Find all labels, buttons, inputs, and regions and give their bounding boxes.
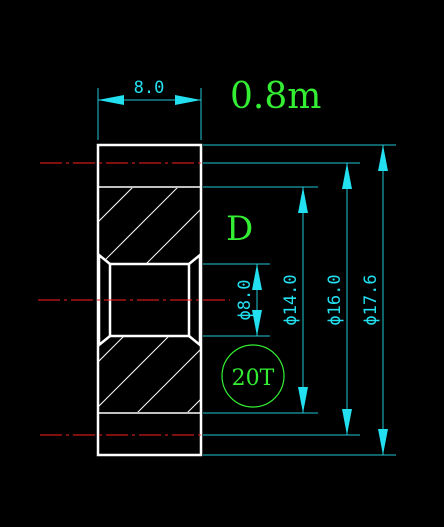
teeth-count-circle: [221, 344, 285, 408]
bore-diameter-label: ϕ8.0: [235, 280, 255, 321]
hub-diameter-label: ϕ14.0: [281, 274, 301, 325]
outer-diameter-label: ϕ17.6: [361, 274, 381, 325]
width-dimension-label: 8.0: [134, 78, 165, 98]
module-label: 0.8m: [230, 76, 321, 117]
teeth-count-label: 20T: [232, 366, 275, 391]
pitch-diameter-label: ϕ16.0: [325, 274, 345, 325]
bore-type-label: D: [226, 209, 253, 249]
hatch-upper: [98, 188, 200, 264]
bore-chamfer-right: [188, 252, 202, 348]
hatch-lower: [98, 336, 200, 412]
